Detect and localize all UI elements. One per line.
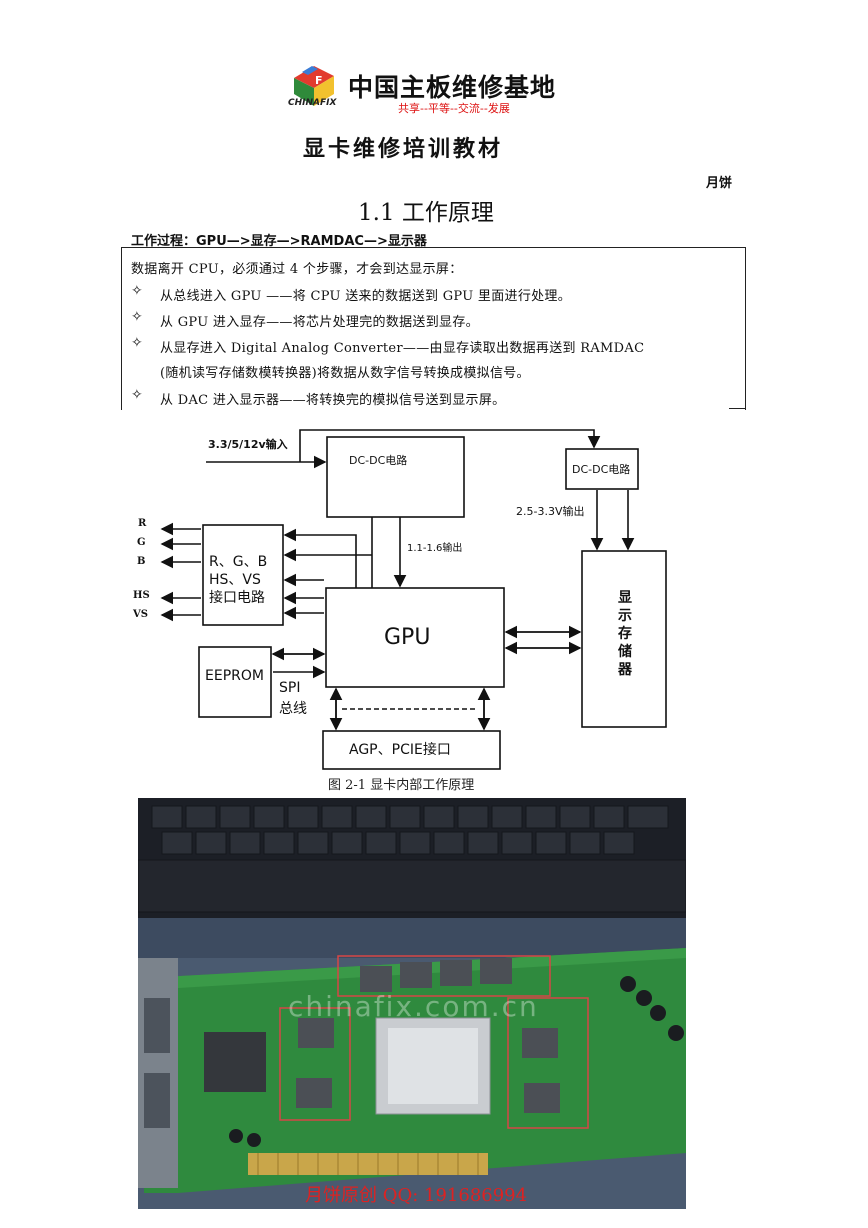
eeprom-box xyxy=(198,646,272,718)
process-line: 工作过程：GPU—>显存—>RAMDAC—>显示器 xyxy=(131,234,427,249)
memory-label-3: 存 xyxy=(618,626,632,642)
interface-label-2: HS、VS xyxy=(209,572,261,588)
interface-box xyxy=(202,524,284,626)
figure-caption: 图 2-1 显卡内部工作原理 xyxy=(328,778,475,793)
interface-label-1: R、G、B xyxy=(209,554,268,570)
memory-label-5: 器 xyxy=(618,662,632,678)
input-label: 3.3/5/12v输入 xyxy=(208,438,288,451)
bus-box xyxy=(322,730,501,770)
signal-r-label: R xyxy=(138,518,147,529)
photo-watermark: chinafix.com.cn xyxy=(288,990,539,1023)
memory-label-2: 示 xyxy=(618,608,632,624)
eeprom-label: EEPROM xyxy=(205,668,264,684)
step-2: 从 GPU 进入显存——将芯片处理完的数据送到显存。 xyxy=(160,315,479,330)
gpu-box xyxy=(325,587,505,688)
step-3-continuation: (随机读写存储数模转换器)将数据从数字信号转换成模拟信号。 xyxy=(160,366,530,381)
spi-label-1: SPI xyxy=(279,680,301,696)
bullet-icon: ✧ xyxy=(131,335,143,351)
memory-box xyxy=(581,550,667,728)
dcdc-right-label: DC-DC电路 xyxy=(572,463,631,476)
bus-label: AGP、PCIE接口 xyxy=(349,742,451,758)
signal-b-label: B xyxy=(137,556,146,567)
output-right-label: 2.5-3.3V输出 xyxy=(516,505,585,518)
chinafix-logo: F CHINAFIX xyxy=(288,60,344,110)
memory-label-4: 储 xyxy=(618,644,632,660)
signal-vs-label: VS xyxy=(133,609,148,620)
bullet-icon: ✧ xyxy=(131,387,143,403)
document-title: 显卡维修培训教材 xyxy=(303,137,504,162)
step-3: 从显存进入 Digital Analog Converter——由显存读取出数据… xyxy=(160,341,645,356)
memory-label-1: 显 xyxy=(618,590,632,606)
graphics-card-photo: chinafix.com.cn xyxy=(138,798,686,1209)
signal-g-label: G xyxy=(137,537,146,548)
step-1: 从总线进入 GPU ——将 CPU 送来的数据送到 GPU 里面进行处理。 xyxy=(160,289,572,304)
logo-slogan: 共享--平等--交流--发展 xyxy=(398,102,510,115)
output-mid-label: 1.1-1.6输出 xyxy=(407,543,463,554)
steps-box xyxy=(121,247,746,410)
box-intro: 数据离开 CPU，必须通过 4 个步骤，才会到达显示屏： xyxy=(131,262,463,277)
logo-brand-text: CHINAFIX xyxy=(288,98,337,108)
dcdc-main-box xyxy=(326,436,465,518)
step-4: 从 DAC 进入显示器——将转换完的模拟信号送到显示屏。 xyxy=(160,393,506,408)
spi-label-2: 总线 xyxy=(279,701,307,717)
box-bottom-rule xyxy=(729,408,745,409)
section-title: 1.1 工作原理 xyxy=(358,200,494,226)
block-diagram xyxy=(160,429,667,770)
graphics-card-illustration xyxy=(138,798,686,1209)
bullet-icon: ✧ xyxy=(131,283,143,299)
interface-label-3: 接口电路 xyxy=(209,590,265,606)
photo-caption: 月饼原创 QQ: 191686994 xyxy=(305,1185,528,1206)
signal-hs-label: HS xyxy=(133,590,150,601)
gpu-label: GPU xyxy=(384,625,431,650)
logo-title: 中国主板维修基地 xyxy=(348,73,557,102)
svg-text:F: F xyxy=(315,74,323,87)
dcdc-main-label: DC-DC电路 xyxy=(349,454,408,467)
logo-cube-icon: F xyxy=(294,66,334,106)
bullet-icon: ✧ xyxy=(131,309,143,325)
author-name: 月饼 xyxy=(706,176,733,191)
dcdc-right-box xyxy=(565,448,639,490)
